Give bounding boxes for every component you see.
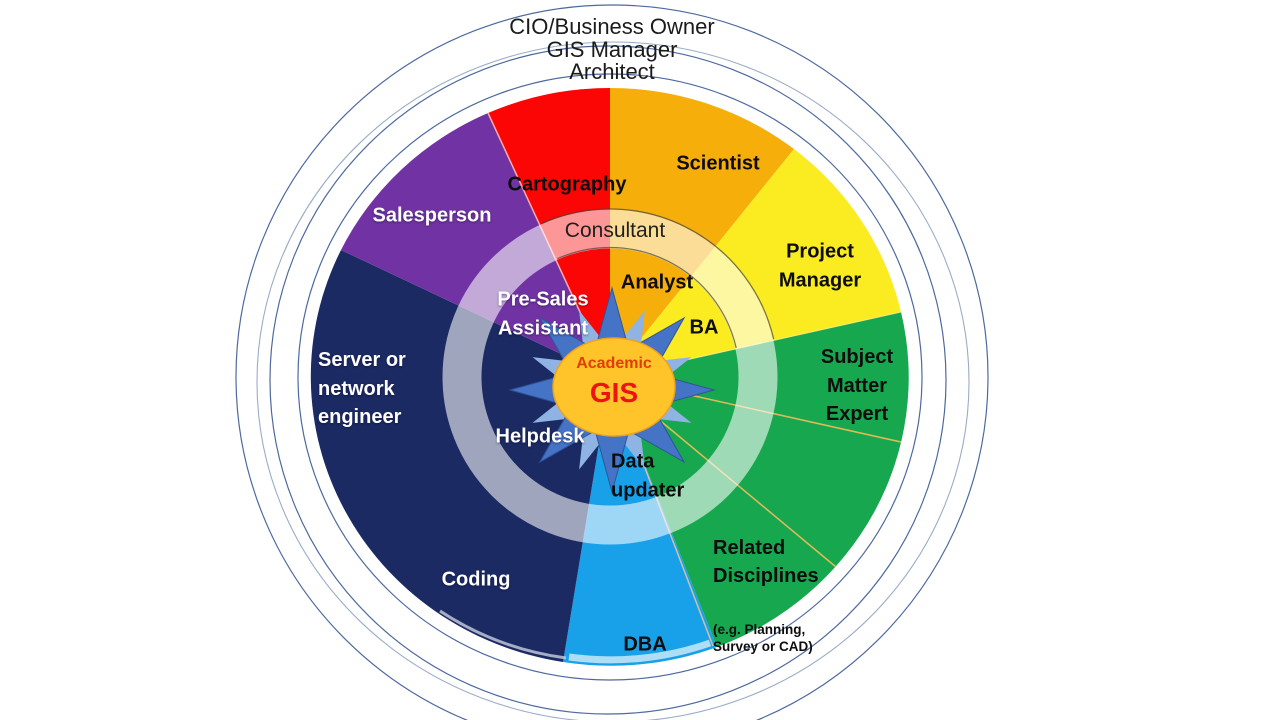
consultant-ring-band xyxy=(442,209,778,545)
sector-label-helpdesk: Helpdesk xyxy=(495,425,585,448)
consultant-ring-outline-outer xyxy=(541,208,775,340)
center-label-gis: GIS xyxy=(589,377,639,408)
outer-ring-3 xyxy=(256,41,970,720)
sector-label-related-disciplines: Related Disciplines (e.g. Planning, Surv… xyxy=(713,505,819,684)
blue-green-edge xyxy=(636,446,714,647)
sector-scientist xyxy=(610,87,794,377)
center-label-academic: Academic xyxy=(576,355,652,372)
sector-label-cartography: Cartography xyxy=(507,173,627,196)
sector-label-dba: DBA xyxy=(623,633,667,656)
center-compass xyxy=(508,286,716,494)
dba-bottom-rim xyxy=(568,639,712,664)
sector-server-network xyxy=(310,250,610,662)
sector-label-subject-matter-expert: Subject Matter Expert xyxy=(820,346,894,426)
green-divider-1 xyxy=(662,388,902,443)
outer-ring-2 xyxy=(269,45,947,715)
center-ellipse xyxy=(552,337,676,437)
band-label-cio-business-owner: CIO/Business Owner xyxy=(509,14,715,39)
sector-label-project-manager: Project Manager xyxy=(778,240,862,291)
navy-bottom-rim xyxy=(439,609,567,660)
band-label-architect: Architect xyxy=(569,59,655,84)
sector-label-pre-sales-assistant: Pre-Sales Assistant xyxy=(497,288,589,339)
consultant-ring-outline-inner xyxy=(557,246,737,349)
outer-ring-1 xyxy=(297,73,923,681)
outer-band-rings xyxy=(235,4,989,720)
band-label-gis-manager: GIS Manager xyxy=(546,37,678,62)
sector-label-scientist: Scientist xyxy=(676,152,760,175)
outer-ring-4 xyxy=(235,4,989,720)
sector-label-ba: BA xyxy=(689,316,719,339)
sector-label-analyst: Analyst xyxy=(620,271,694,294)
sector-salesperson xyxy=(341,113,610,377)
related-disciplines-note: (e.g. Planning, Survey or CAD) xyxy=(713,622,813,655)
green-divider-2 xyxy=(650,412,837,568)
sector-label-data-updater: Data updater xyxy=(611,450,685,501)
sector-label-coding: Coding xyxy=(441,568,511,591)
wheel-sectors xyxy=(310,87,909,666)
ring-label-consultant: Consultant xyxy=(564,218,666,242)
sector-label-salesperson: Salesperson xyxy=(372,204,492,227)
consultant-ring xyxy=(442,208,778,545)
related-disciplines-title: Related Disciplines xyxy=(713,536,819,588)
sector-label-server-network-engineer: Server or network engineer xyxy=(318,349,406,429)
